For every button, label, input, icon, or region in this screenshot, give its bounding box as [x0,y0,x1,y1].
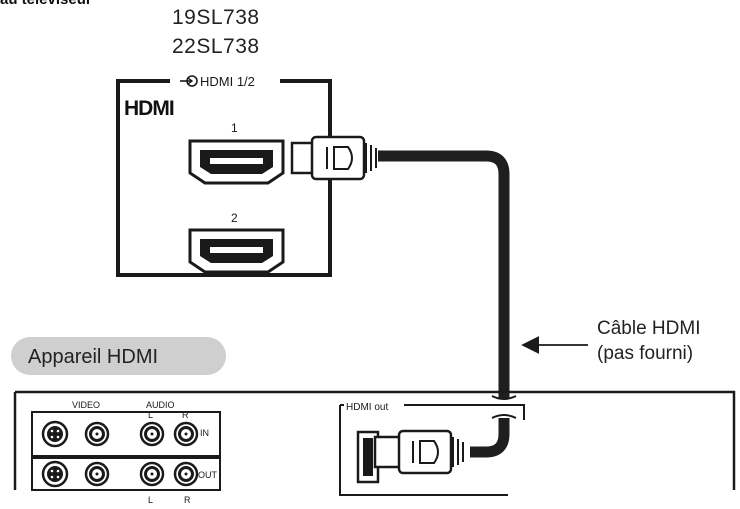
audio-label: AUDIO [146,400,175,410]
panel-label: HDMI 1/2 [200,74,255,89]
model-number-1: 19SL738 [172,6,260,29]
l-label-top: L [148,410,153,420]
out-label: OUT [198,470,218,480]
hdmi-out-label: HDMI out [346,402,388,413]
hdmi-logo: HDMI [124,97,174,120]
hdmi-port-icon [188,139,285,185]
hdmi-plug-icon [373,429,464,475]
port-label-2: 2 [231,211,238,225]
device-title-pill: Appareil HDMI [11,337,226,375]
hdmi-port-icon [188,228,285,274]
hdmi-port-icon [356,430,380,484]
rca-jack-icon [173,421,199,447]
rca-jack-icon [173,461,199,487]
input-arrow-icon [180,75,198,87]
rca-jack-icon [139,461,165,487]
port-label-1: 1 [231,121,238,135]
rca-jack-icon [139,421,165,447]
hdmi-port-2[interactable] [188,228,285,274]
audio-r-in-jack[interactable] [173,421,199,447]
cable-label-line2: (pas fourni) [597,343,694,364]
hdmi-cable [378,150,517,458]
model-number-2: 22SL738 [172,35,260,58]
audio-l-out-jack[interactable] [139,461,165,487]
video-in-jack[interactable] [84,421,110,447]
r-label-bottom: R [184,495,191,505]
s-video-in-jack[interactable] [41,420,69,448]
r-label-top: R [182,410,189,420]
hdmi-out-area: HDMI out [339,402,525,496]
cable-label-line1: Câble HDMI [597,318,701,339]
s-video-out-jack[interactable] [41,460,69,488]
header-cut-text: au téléviseur [0,0,92,8]
hdmi-out-port[interactable] [356,430,380,484]
l-label-bottom: L [148,495,153,505]
s-video-jack-icon [41,460,69,488]
video-out-jack[interactable] [84,461,110,487]
hdmi-plug-bottom [373,429,464,475]
audio-r-out-jack[interactable] [173,461,199,487]
hdmi-plug-icon [290,135,377,181]
tv-hdmi-panel: HDMI 1/2 HDMI 1 2 [116,73,332,277]
device-title: Appareil HDMI [28,346,158,368]
hdmi-plug-top [290,135,377,181]
hdmi-device-panel: VIDEO AUDIO L R IN OUT L R [13,390,736,505]
in-label: IN [200,428,209,438]
rca-jack-icon [84,421,110,447]
s-video-jack-icon [41,420,69,448]
audio-l-in-jack[interactable] [139,421,165,447]
hdmi-port-1[interactable] [188,139,285,185]
video-label: VIDEO [72,400,100,410]
rca-jack-icon [84,461,110,487]
